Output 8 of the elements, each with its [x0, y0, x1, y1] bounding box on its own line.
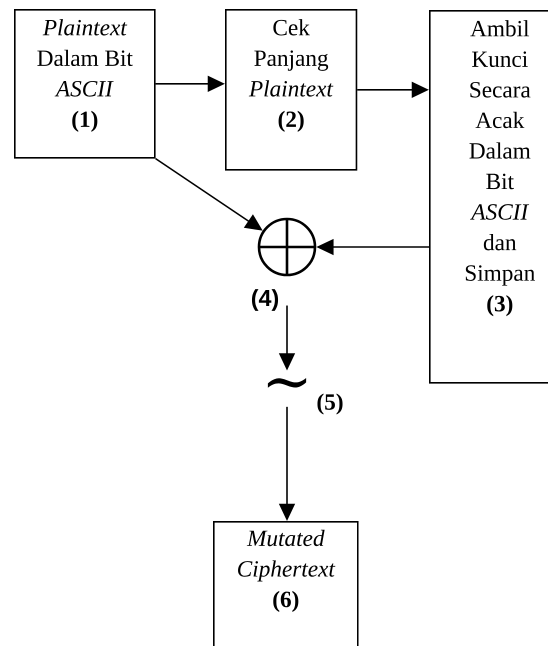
- process-box: Mutated Ciphertext (6): [213, 521, 359, 646]
- xor-symbol: [258, 218, 316, 276]
- step-number: (4): [252, 289, 278, 311]
- process-box: Cek Panjang Plaintext (2): [225, 9, 358, 171]
- tilde-symbol: ∼: [268, 378, 306, 388]
- step-number: (5): [317, 393, 343, 415]
- process-box: Plaintext Dalam Bit ASCII (1): [14, 9, 156, 159]
- process-box: Ambil Kunci Secara Acak Dalam Bit ASCII dan Simpan (3): [429, 10, 548, 384]
